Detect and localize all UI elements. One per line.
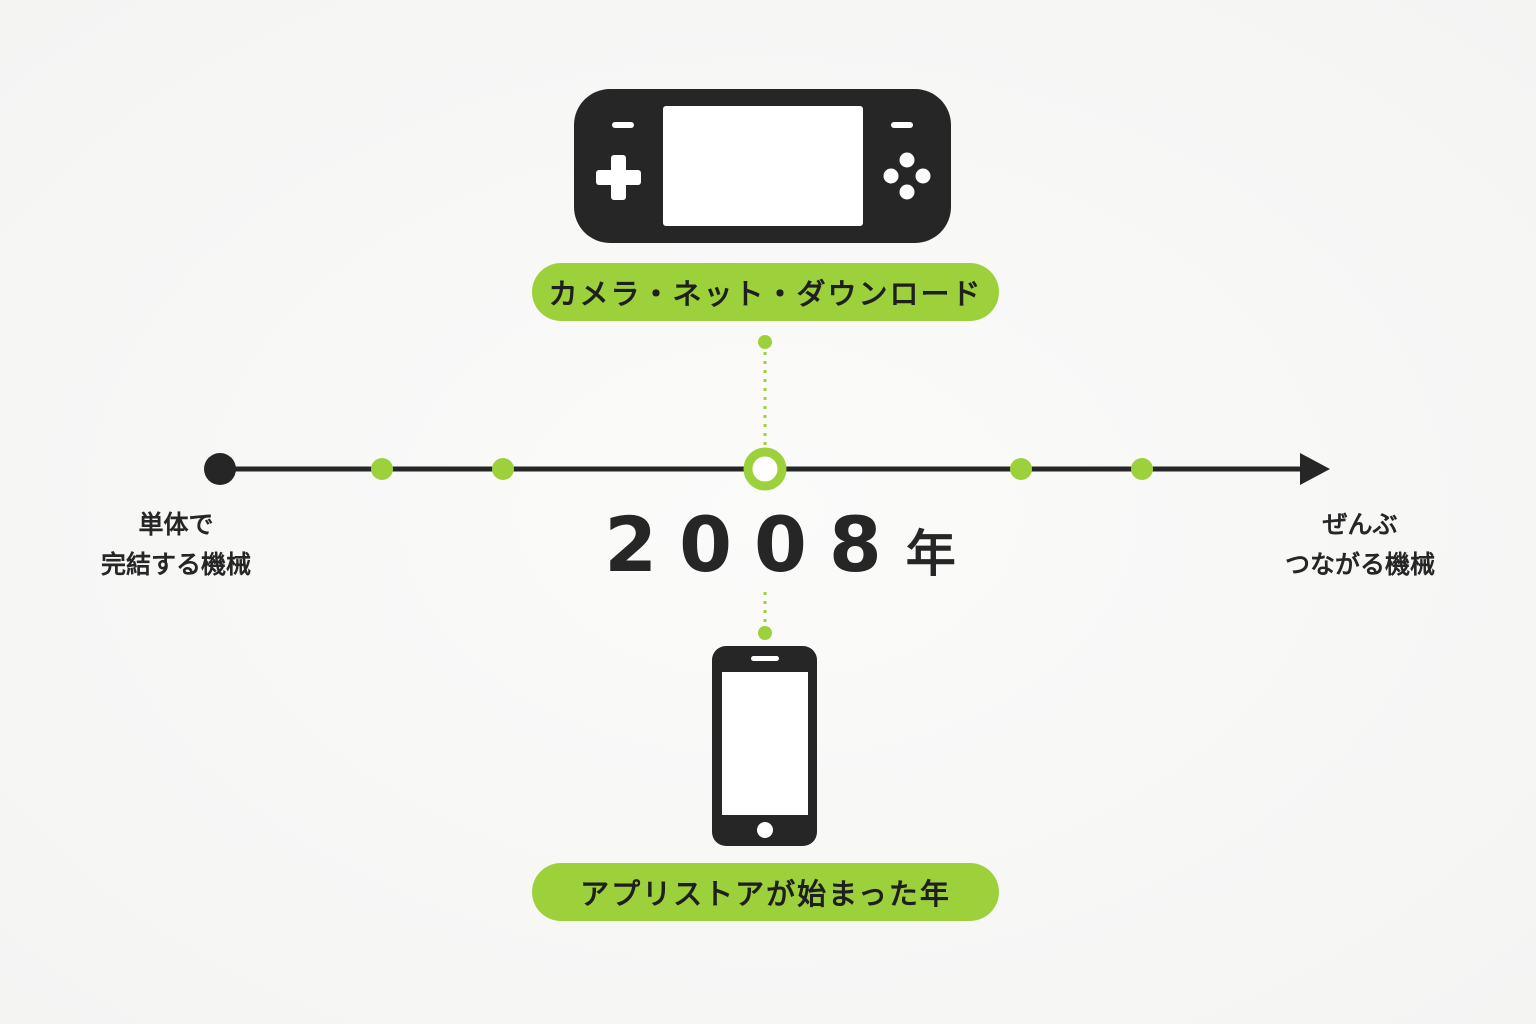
- connector-top-dot: [758, 335, 772, 349]
- bottom-callout-label: アプリストアが始まった年: [532, 863, 999, 921]
- timeline-end-label-line: つながる機械: [1284, 550, 1435, 579]
- year-label: 2008 年: [560, 500, 1000, 592]
- timeline-start-dot: [204, 453, 236, 485]
- timeline-dot: [492, 458, 514, 480]
- year-unit: 年: [905, 525, 956, 583]
- connector-bottom-dot: [758, 626, 772, 640]
- timeline-end-label-line: ぜんぶ: [1322, 510, 1398, 539]
- timeline-highlight-ring: [743, 447, 787, 491]
- timeline-dot: [371, 458, 393, 480]
- year-number: 2008: [604, 500, 904, 589]
- timeline-dot: [1010, 458, 1032, 480]
- timeline-start-label-line: 単体で: [138, 510, 214, 539]
- timeline-start-label: 単体で 完結する機械: [66, 505, 286, 585]
- handheld-game-console-icon: [574, 89, 951, 243]
- timeline-arrowhead: [1300, 453, 1330, 485]
- timeline-start-label-line: 完結する機械: [100, 550, 251, 579]
- timeline-dot: [1131, 458, 1153, 480]
- top-callout-label: カメラ・ネット・ダウンロード: [532, 263, 999, 321]
- smartphone-icon: [712, 646, 817, 846]
- timeline-end-label: ぜんぶ つながる機械: [1250, 505, 1470, 585]
